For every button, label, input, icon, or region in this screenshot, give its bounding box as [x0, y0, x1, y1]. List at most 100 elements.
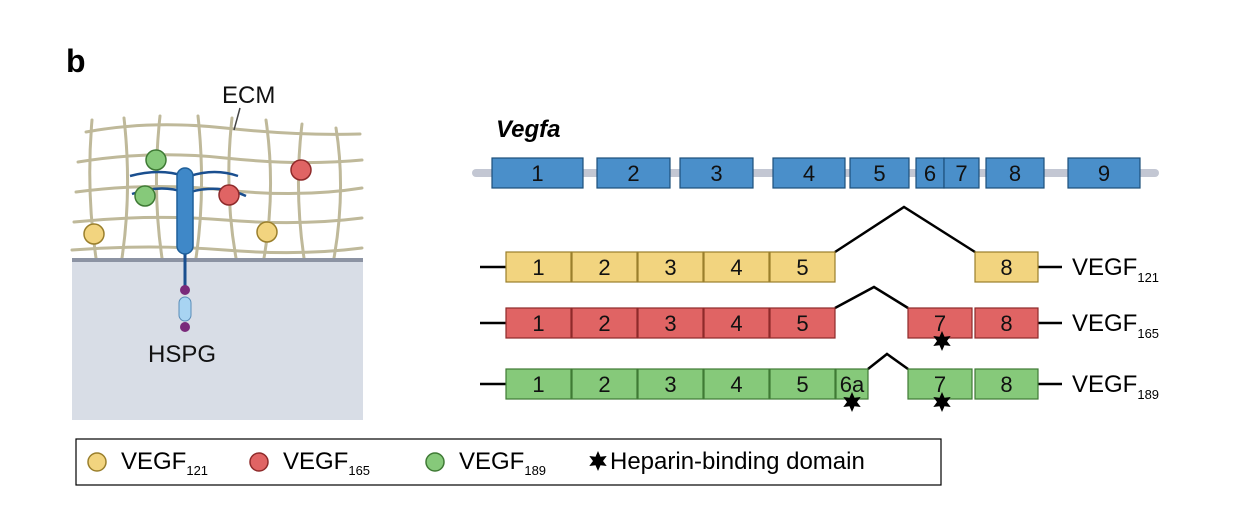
splice-junction: [834, 285, 909, 310]
ecm-leader-line: [233, 107, 241, 131]
hspg-bead: [180, 285, 190, 295]
gene-exon-label: 9: [1098, 161, 1110, 186]
gene-exon-label: 2: [627, 161, 639, 186]
isoform-exon-label: 3: [664, 255, 676, 280]
gene-exon-6: [915, 157, 945, 189]
gene-exon-5: [849, 157, 910, 189]
vegf189-ball: [134, 185, 156, 207]
gene-exon-label: 6: [924, 161, 936, 186]
isoform-exon-4: [703, 251, 770, 283]
isoform-exon-2: [571, 307, 638, 339]
isoform-exon-label: 5: [796, 372, 808, 397]
gene-exon-label: 8: [1009, 161, 1021, 186]
isoform-exon-5: [769, 251, 836, 283]
gene-exon-label: 7: [955, 161, 967, 186]
legend-vegf165-swatch: [249, 452, 269, 472]
legend-vegf121-swatch: [87, 452, 107, 472]
gene-exon-9: [1067, 157, 1141, 189]
ecm-label: ECM: [222, 82, 275, 109]
heparin-binding-star-icon: [843, 392, 861, 412]
gene-exon-3: [679, 157, 754, 189]
vegf121-ball: [256, 221, 278, 243]
ecm-mesh: [70, 114, 364, 260]
isoform-exon-1: [505, 251, 572, 283]
isoform-exon-label: 4: [730, 255, 742, 280]
gene-exon-label: 3: [710, 161, 722, 186]
isoform-exon-label: 4: [730, 311, 742, 336]
isoform-exon-label: 3: [664, 372, 676, 397]
isoform-exon-label: 8: [1000, 255, 1012, 280]
vegf121-ball: [83, 223, 105, 245]
legend-heparin-label: Heparin-binding domain: [610, 448, 865, 475]
isoform-exon-label: 8: [1000, 311, 1012, 336]
isoform-exon-8: [974, 307, 1039, 339]
gene-exon-8: [985, 157, 1045, 189]
gene-exon-7: [943, 157, 980, 189]
splice-junction: [867, 352, 909, 371]
hspg-chain: [189, 170, 239, 178]
isoform-exon-label: 6a: [840, 372, 865, 397]
cytoplasm-region: [72, 260, 363, 420]
isoform-exon-7: [907, 368, 973, 400]
legend-vegf165-label: VEGF165: [283, 448, 370, 478]
gene-exon-2: [596, 157, 671, 189]
hspg-core-protein: [176, 167, 194, 255]
isoform-exon-label: 2: [598, 372, 610, 397]
gene-exon-label: 4: [803, 161, 815, 186]
isoform-exon-label: 1: [532, 372, 544, 397]
isoform-exon-5: [769, 368, 836, 400]
legend-heparin-star-icon: [589, 451, 607, 471]
legend-vegf121-label: VEGF121: [121, 448, 208, 478]
isoform-exon-label: 7: [934, 372, 946, 397]
legend-box: [75, 438, 942, 486]
isoform-label: VEGF121: [1072, 254, 1159, 285]
gene-exon-label: 5: [873, 161, 885, 186]
isoform-exon-3: [637, 251, 704, 283]
legend: VEGF121 VEGF165 VEGF189 Heparin-binding …: [75, 438, 942, 486]
vegf189-ball: [145, 149, 167, 171]
isoform-exon-label: 2: [598, 255, 610, 280]
isoform-exon-8: [974, 251, 1039, 283]
isoform-exon-label: 5: [796, 311, 808, 336]
isoform-exon-1: [505, 307, 572, 339]
hspg-chain: [189, 187, 247, 198]
gene-exon-4: [772, 157, 846, 189]
isoform-exon-label: 1: [532, 255, 544, 280]
isoform-exon-label: 7: [934, 311, 946, 336]
gene-name: Vegfa: [496, 116, 560, 143]
isoform-label: VEGF189: [1072, 371, 1159, 402]
ecm-cell-illustration: ECM HSPG: [70, 82, 364, 420]
vegf165-ball: [218, 184, 240, 206]
gene-exon-label: 1: [531, 161, 543, 186]
hspg-bead: [180, 322, 190, 332]
isoform-exon-5: [769, 307, 836, 339]
isoform-exon-1: [505, 368, 572, 400]
legend-vegf189-swatch: [425, 452, 445, 472]
hspg-molecule: [129, 167, 247, 332]
isoform-exon-2: [571, 368, 638, 400]
hspg-label: HSPG: [148, 341, 216, 368]
isoform-121: 1 2 3 4 5 8 VEGF121: [480, 205, 1159, 285]
isoform-exon-3: [637, 307, 704, 339]
isoform-exon-label: 1: [532, 311, 544, 336]
hspg-cytoplasmic-tail: [178, 296, 192, 322]
isoform-exon-3: [637, 368, 704, 400]
isoform-exon-7: [907, 307, 973, 339]
legend-vegf189-label: VEGF189: [459, 448, 546, 478]
isoform-exon-8: [974, 368, 1039, 400]
isoform-exon-label: 5: [796, 255, 808, 280]
heparin-binding-star-icon: [933, 331, 951, 351]
isoform-exon-label: 8: [1000, 372, 1012, 397]
isoform-exon-4: [703, 368, 770, 400]
isoform-label: VEGF165: [1072, 310, 1159, 341]
isoform-exon-2: [571, 251, 638, 283]
isoform-exon-4: [703, 307, 770, 339]
isoform-exon-label: 3: [664, 311, 676, 336]
